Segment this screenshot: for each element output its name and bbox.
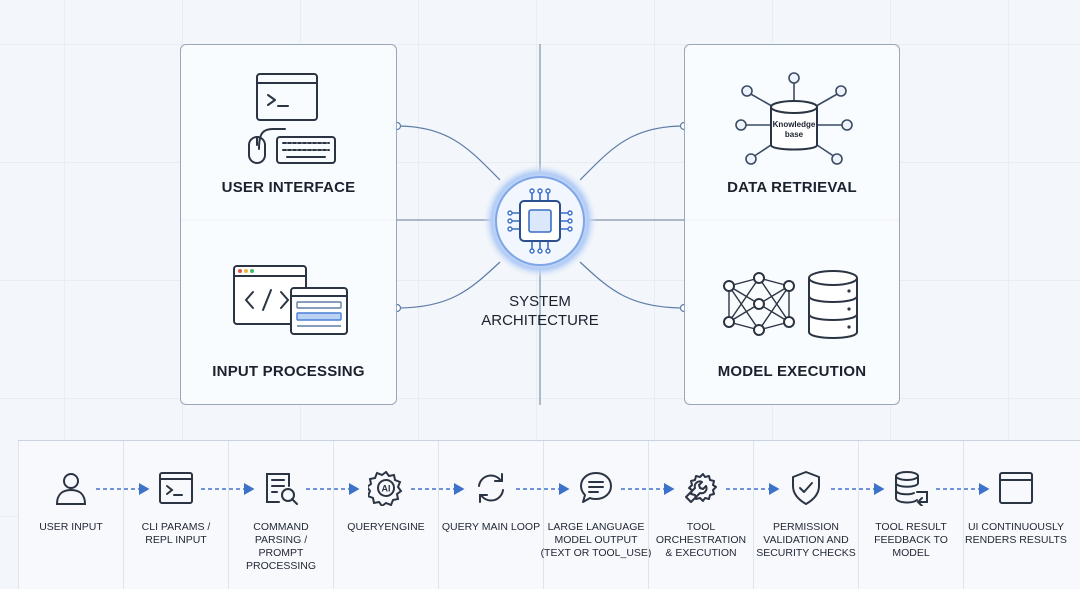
svg-text:AI: AI <box>382 484 391 494</box>
quadrant-label-input-processing: INPUT PROCESSING <box>212 363 365 380</box>
connector-model <box>579 261 685 309</box>
terminal-keyboard-mouse-icon <box>248 73 336 164</box>
process-flow: USER INPUT CLI PARAMS /REPL INPUT COMMAN… <box>18 440 1080 589</box>
svg-text:Knowledge: Knowledge <box>773 120 816 129</box>
shield-check-icon <box>792 471 820 505</box>
quadrant-label-user-interface: USER INTERFACE <box>221 179 356 196</box>
connector-input <box>396 261 501 309</box>
center-label-line2: ARCHITECTURE <box>481 312 599 329</box>
center-label-line1: SYSTEM <box>509 293 571 310</box>
quadrant-model-execution[interactable]: MODEL EXECUTION <box>684 220 900 405</box>
chat-bubble-icon <box>580 472 612 503</box>
flow-step-label: CLI PARAMS /REPL INPUT <box>141 521 211 546</box>
svg-text:base: base <box>785 130 804 139</box>
database-return-icon <box>895 471 928 506</box>
flow-step-label: USER INPUT <box>39 521 103 533</box>
document-search-icon <box>266 473 298 505</box>
quadrant-label-model-execution: MODEL EXECUTION <box>717 363 867 380</box>
neural-network-database-icon <box>723 270 858 339</box>
flow-arrows <box>96 483 990 495</box>
connector-ui <box>396 125 501 181</box>
flow-step-queryengine[interactable]: AI QUERYENGINE <box>333 441 437 589</box>
browser-window-icon <box>999 472 1033 504</box>
ai-gear-icon: AI <box>368 470 403 506</box>
flow-step-user-input[interactable]: USER INPUT <box>18 441 122 589</box>
flow-step-query-main-loop[interactable]: QUERY MAIN LOOP <box>438 441 542 589</box>
user-icon <box>55 473 87 505</box>
wrench-gear-icon <box>685 473 717 503</box>
loop-arrows-icon <box>478 473 504 503</box>
flow-step-label: QUERY MAIN LOOP <box>441 521 541 533</box>
quadrant-data-retrieval[interactable]: Knowledge base DATA RETRIEVAL <box>684 44 900 220</box>
flow-step-label: QUERYENGINE <box>347 521 425 533</box>
quadrant-user-interface[interactable]: USER INTERFACE <box>180 44 397 220</box>
knowledge-base-network-icon: Knowledge base <box>735 72 853 165</box>
quadrant-input-processing[interactable]: INPUT PROCESSING <box>180 220 397 405</box>
quadrant-label-data-retrieval: DATA RETRIEVAL <box>727 179 857 196</box>
connector-data <box>579 125 685 181</box>
center-label: SYSTEM ARCHITECTURE <box>460 292 620 330</box>
cpu-chip-icon <box>483 164 597 278</box>
terminal-icon <box>159 472 193 504</box>
code-window-form-icon <box>233 265 348 335</box>
flow-step-cli-params[interactable]: CLI PARAMS /REPL INPUT <box>123 441 227 589</box>
